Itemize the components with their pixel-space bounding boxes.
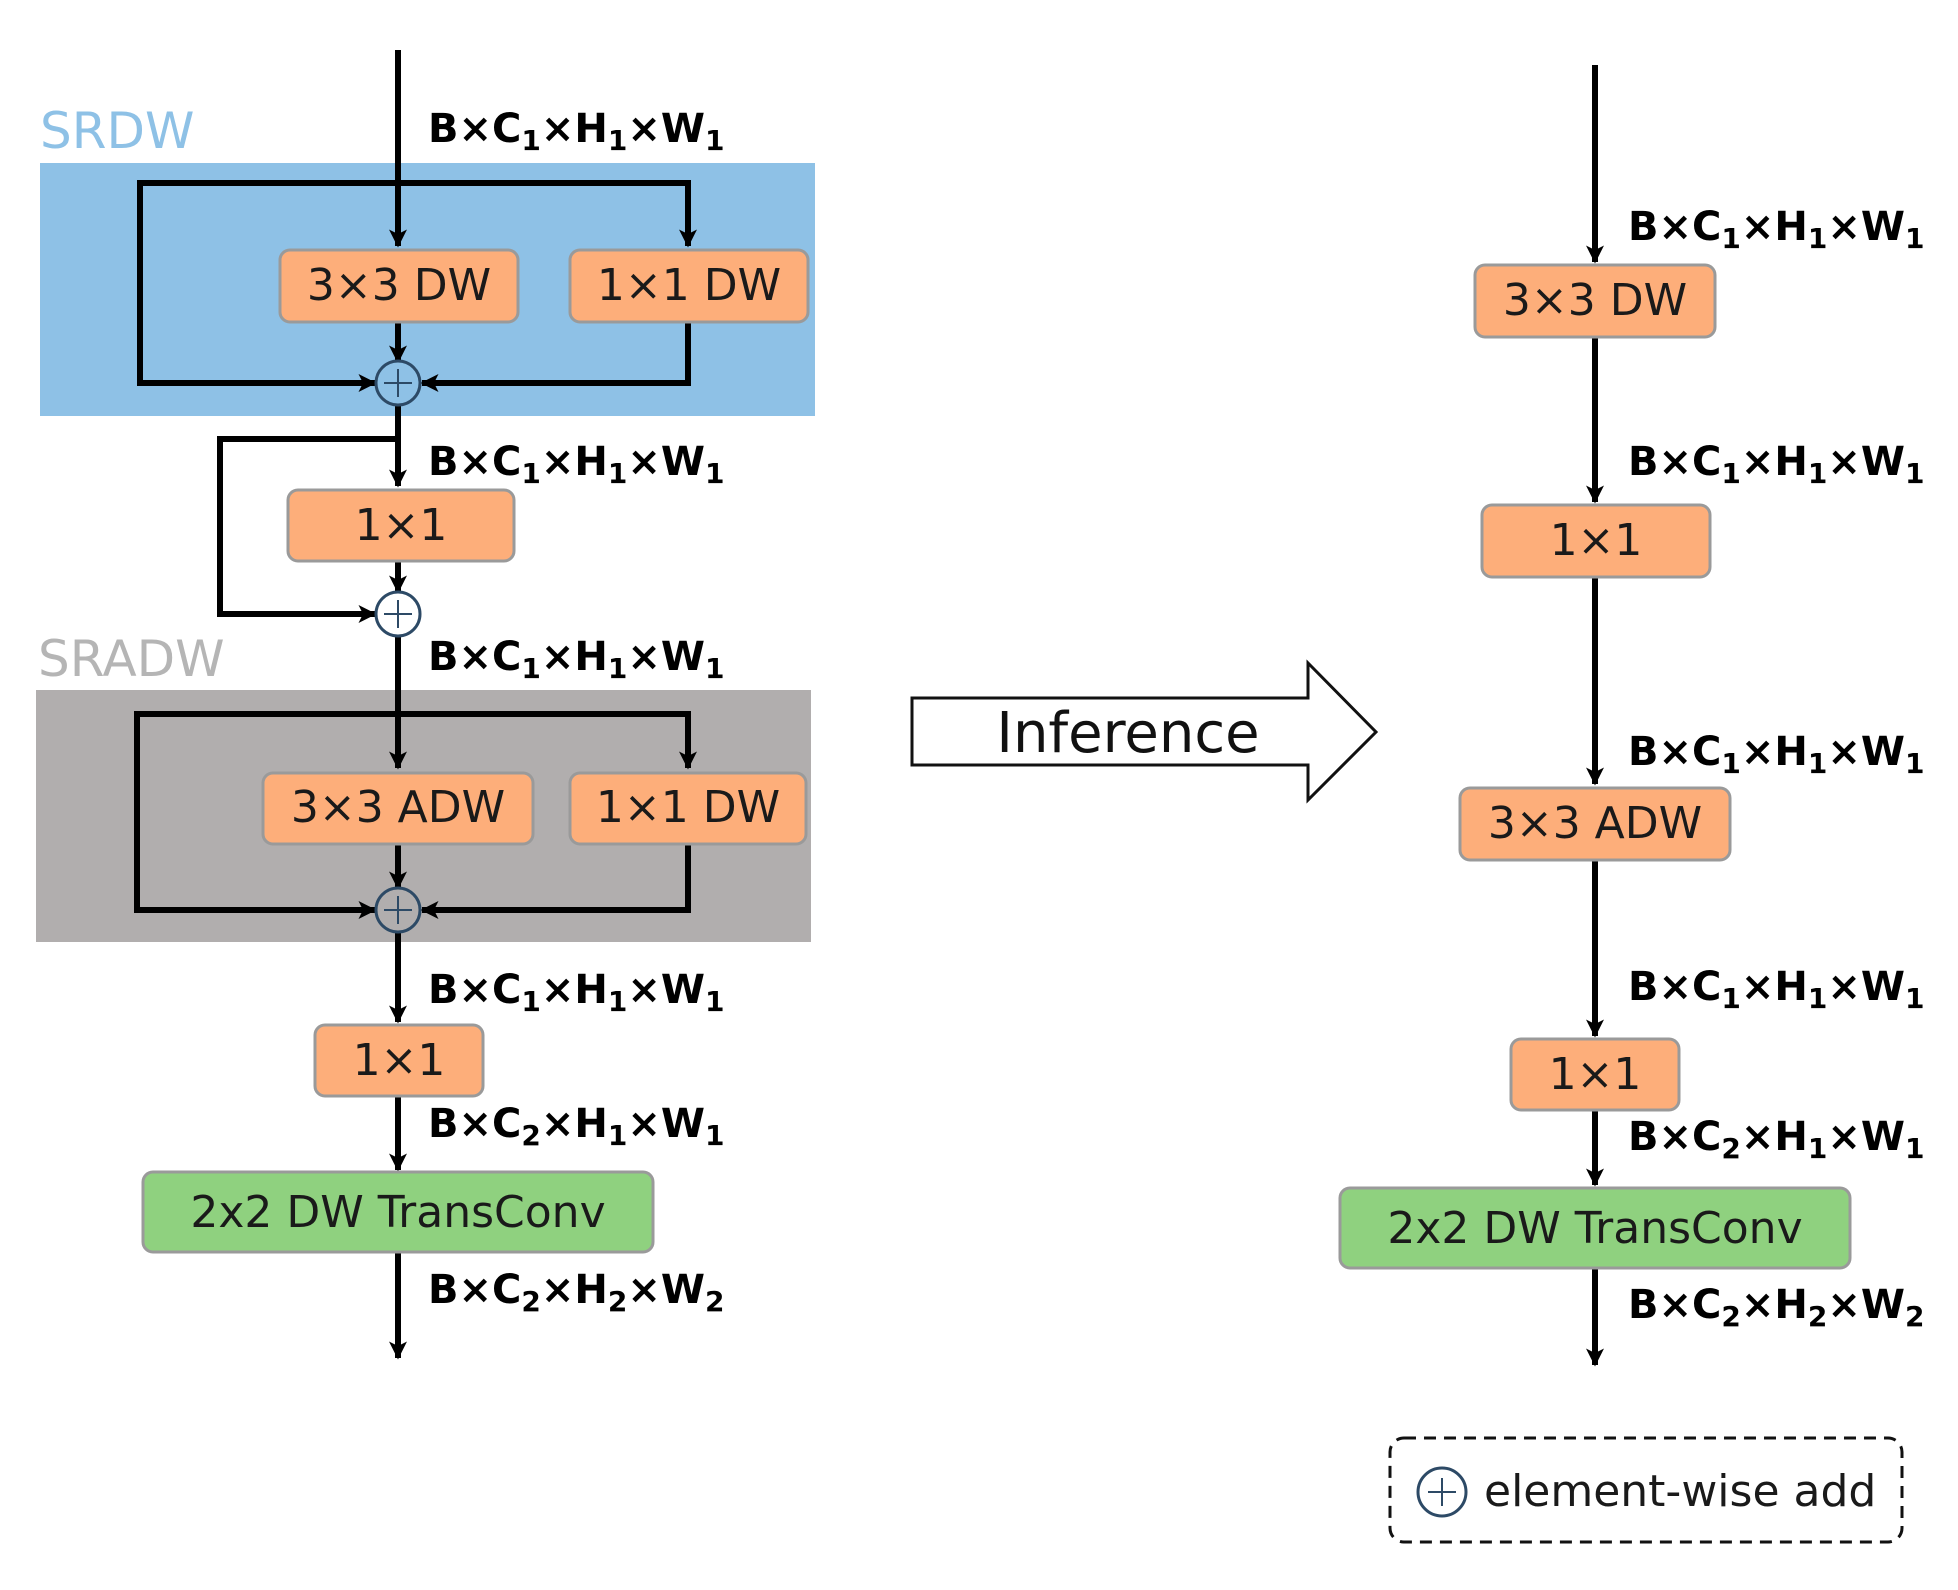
inference-label: Inference [996, 701, 1259, 766]
right-box-3x3-adw-label: 3×3 ADW [1488, 798, 1702, 849]
right-dim-label-1: B×C1×H1×W1 [1628, 204, 1924, 255]
left-box-3x3-adw-label: 3×3 ADW [291, 782, 505, 833]
right-box-3x3-dw-label: 3×3 DW [1503, 275, 1687, 326]
add-node-2 [374, 590, 422, 638]
left-box-1x1-dw-top: 1×1 DW [568, 248, 810, 324]
left-box-1x1-b-label: 1×1 [353, 1035, 446, 1086]
right-box-1x1-a-label: 1×1 [1550, 515, 1643, 566]
right-box-transconv-label: 2x2 DW TransConv [1387, 1203, 1802, 1254]
left-dim-label-6: B×C2×H2×W2 [428, 1267, 724, 1318]
right-box-1x1-b: 1×1 [1509, 1037, 1681, 1112]
left-box-3x3-dw-label: 3×3 DW [307, 260, 491, 311]
left-box-1x1-dw-bottom-label: 1×1 DW [596, 782, 780, 833]
left-box-1x1-b: 1×1 [313, 1023, 485, 1098]
right-dim-label-4: B×C1×H1×W1 [1628, 964, 1924, 1015]
left-box-1x1-a: 1×1 [286, 488, 516, 563]
left-box-1x1-dw-top-label: 1×1 DW [597, 260, 781, 311]
left-box-1x1-dw-bottom: 1×1 DW [568, 771, 808, 846]
left-box-transconv: 2x2 DW TransConv [141, 1170, 655, 1254]
add-node-3 [374, 886, 422, 934]
inference-arrow: Inference [910, 659, 1379, 804]
right-box-1x1-a: 1×1 [1480, 503, 1712, 579]
left-connectors [134, 50, 697, 1360]
right-dim-label-2: B×C1×H1×W1 [1628, 439, 1924, 490]
right-box-transconv: 2x2 DW TransConv [1338, 1186, 1852, 1270]
left-box-transconv-label: 2x2 DW TransConv [190, 1187, 605, 1238]
left-dim-label-5: B×C2×H1×W1 [428, 1101, 724, 1152]
right-dim-label-3: B×C1×H1×W1 [1628, 729, 1924, 780]
right-dim-label-6: B×C2×H2×W2 [1628, 1282, 1924, 1333]
left-box-3x3-adw: 3×3 ADW [261, 771, 535, 846]
right-box-3x3-dw: 3×3 DW [1473, 263, 1717, 339]
left-dim-label-1: B×C1×H1×W1 [428, 106, 724, 157]
right-dims: B×C1×H1×W1B×C1×H1×W1B×C1×H1×W1B×C1×H1×W1… [1628, 204, 1924, 1333]
right-box-3x3-adw: 3×3 ADW [1458, 786, 1732, 862]
left-dim-label-3: B×C1×H1×W1 [428, 634, 724, 685]
left-dim-label-4: B×C1×H1×W1 [428, 967, 724, 1018]
add-node-1 [374, 359, 422, 407]
left-box-3x3-dw: 3×3 DW [278, 248, 520, 324]
sradw-label: SRADW [38, 630, 225, 688]
right-box-1x1-b-label: 1×1 [1549, 1049, 1642, 1100]
left-box-1x1-a-label: 1×1 [355, 500, 448, 551]
add-legend-icon [1416, 1466, 1468, 1518]
legend-label: element-wise add [1484, 1466, 1876, 1517]
legend: element-wise add [1388, 1436, 1904, 1544]
left-dims: B×C1×H1×W1B×C1×H1×W1B×C1×H1×W1B×C1×H1×W1… [428, 106, 724, 1318]
left-dim-label-2: B×C1×H1×W1 [428, 439, 724, 490]
srdw-label: SRDW [40, 102, 194, 160]
right-dim-label-5: B×C2×H1×W1 [1628, 1114, 1924, 1165]
